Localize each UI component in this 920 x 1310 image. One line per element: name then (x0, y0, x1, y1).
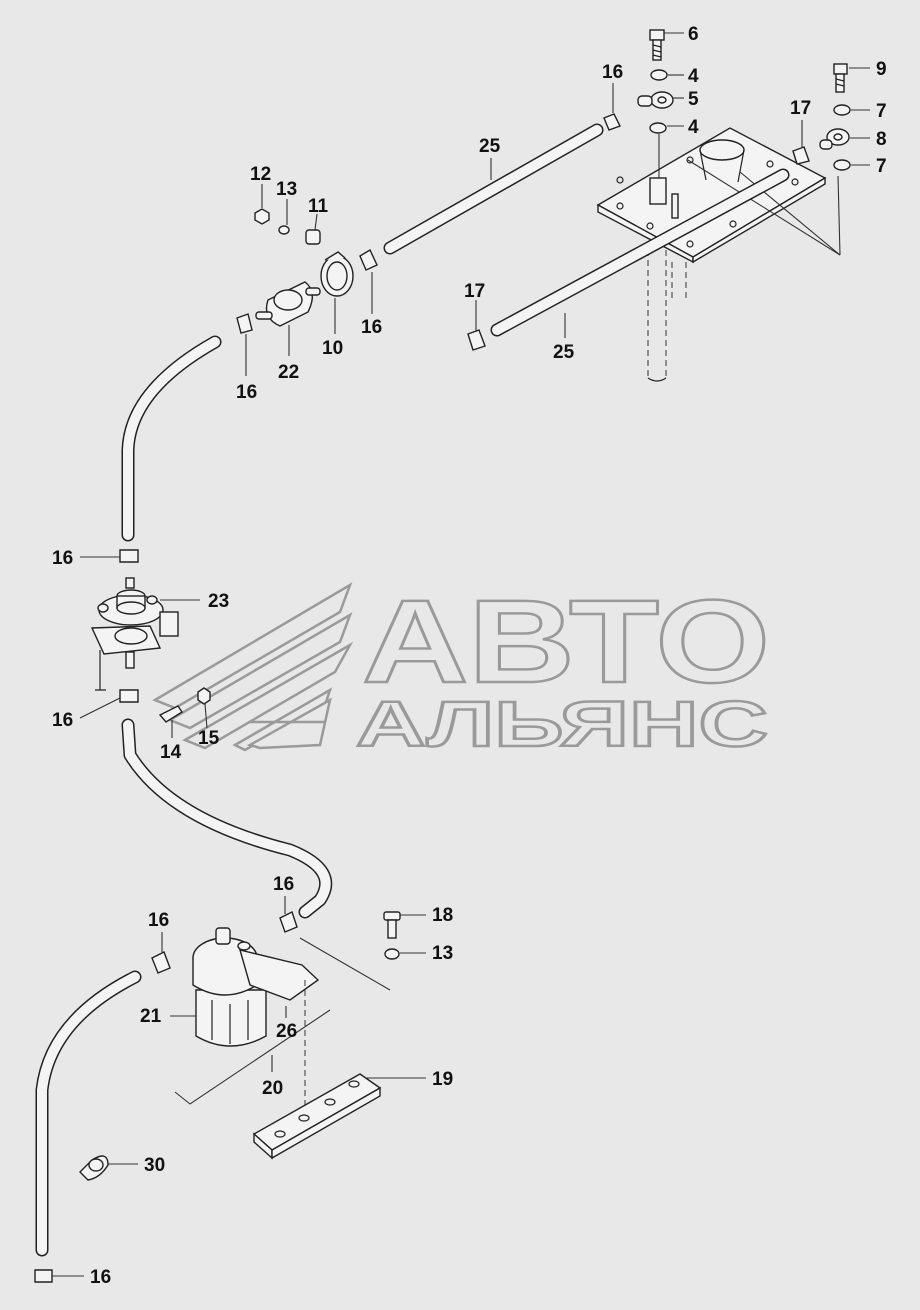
hose-clip-30 (79, 1155, 109, 1181)
hose-clamp-16-b (359, 249, 378, 271)
fuel-hose-25-lower (490, 168, 790, 337)
washer-13-upper (278, 225, 290, 235)
callout-11: 11 (308, 196, 329, 217)
watermark-line2: АЛЬЯНС (356, 688, 768, 760)
callout-25: 25 (553, 342, 575, 363)
callout-13: 13 (432, 943, 453, 964)
callout-16: 16 (273, 874, 294, 895)
mounting-plate (596, 127, 841, 382)
hose-clamp-16-d (119, 549, 139, 563)
washer-13-lower (384, 948, 400, 960)
callout-12: 12 (250, 164, 271, 185)
callout-23: 23 (208, 591, 229, 612)
watermark-line1: АВТО (362, 576, 770, 708)
callout-5: 5 (688, 89, 699, 110)
sealing-washer-4-lower (649, 122, 667, 134)
fuel-hose-to-filter (121, 718, 333, 919)
callout-25: 25 (479, 136, 501, 157)
callout-21: 21 (140, 1006, 162, 1027)
bolt-18 (383, 911, 401, 939)
callout-6: 6 (688, 24, 699, 45)
hose-clamp-16-e (119, 689, 139, 703)
nut-12 (254, 208, 270, 225)
callout-16: 16 (148, 910, 169, 931)
watermark: АВТО АЛЬЯНС (152, 575, 771, 761)
sealing-washer-7-upper (833, 104, 851, 116)
callout-13: 13 (276, 179, 297, 200)
callout-8: 8 (876, 129, 887, 150)
banjo-bolt-6 (649, 29, 665, 61)
hose-clamp-16-c (236, 313, 253, 334)
callout-14: 14 (160, 742, 182, 763)
hose-clamp-16-a (603, 113, 621, 131)
mounting-clamp-10 (320, 251, 354, 297)
screw-14 (158, 705, 183, 723)
callout-7: 7 (876, 156, 887, 177)
hose-clamp-16-g (151, 951, 171, 974)
nut-15 (197, 687, 211, 705)
callout-19: 19 (432, 1069, 453, 1090)
callout-16: 16 (52, 710, 73, 731)
fuel-hose-25-upper (383, 123, 604, 255)
callout-15: 15 (198, 728, 220, 749)
fuel-hose-to-pump (121, 335, 222, 542)
callout-18: 18 (432, 905, 453, 926)
fuel-return-hose (35, 970, 142, 1257)
hose-clamp-16-h (34, 1269, 53, 1283)
hose-clamp-16-f (279, 911, 298, 933)
callout-4: 4 (688, 66, 699, 87)
hose-clamp-17-a (792, 146, 810, 165)
fuel-pump-23 (90, 577, 179, 691)
callout-10: 10 (322, 338, 343, 359)
callout-7: 7 (876, 101, 887, 122)
callout-22: 22 (278, 362, 299, 383)
callout-16: 16 (236, 382, 257, 403)
inline-fuel-filter-22 (255, 281, 321, 327)
hose-clamp-17-b (467, 329, 486, 351)
sealing-washer-4-upper (650, 69, 668, 81)
bracket-plate-19 (252, 1073, 382, 1160)
callout-4: 4 (688, 117, 699, 138)
banjo-fitting-8 (819, 128, 850, 150)
callout-16: 16 (361, 317, 382, 338)
callout-20: 20 (262, 1078, 283, 1099)
watermark-logo (152, 582, 354, 752)
leader-lines (52, 32, 870, 1277)
callout-17: 17 (790, 98, 811, 119)
filter-head-26 (192, 927, 320, 1001)
callout-17: 17 (464, 281, 485, 302)
callout-16: 16 (602, 62, 623, 83)
rubber-sleeve-11 (305, 229, 321, 245)
banjo-bolt-9 (833, 63, 848, 93)
callout-9: 9 (876, 59, 887, 80)
callout-labels: 6 4 5 4 16 9 7 17 8 7 25 12 13 11 17 25 … (52, 24, 887, 1288)
callout-16: 16 (52, 548, 73, 569)
callout-30: 30 (144, 1155, 165, 1176)
callout-26: 26 (276, 1021, 297, 1042)
sealing-washer-7-lower (833, 159, 851, 171)
banjo-fitting-5 (637, 91, 674, 109)
callout-16: 16 (90, 1267, 111, 1288)
fuel-filter-21 (195, 989, 267, 1047)
